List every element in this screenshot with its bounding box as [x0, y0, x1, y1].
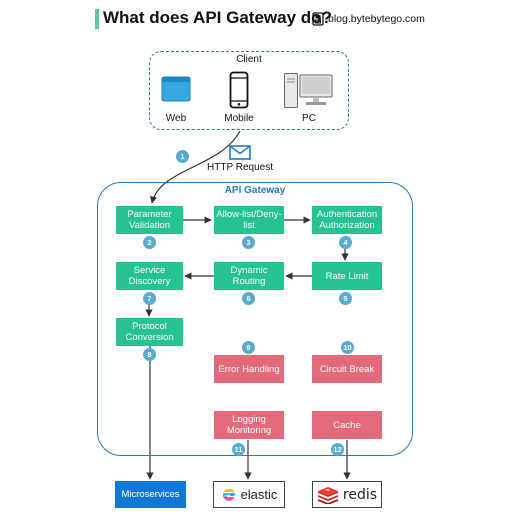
step-badge-5: 5: [339, 292, 352, 305]
step-error-handling: Error Handling: [214, 355, 284, 383]
brand-url: blog.bytebytego.com: [328, 13, 425, 25]
step-protocol-conversion: Protocol Conversion: [116, 318, 183, 346]
client-label-web: Web: [165, 113, 187, 124]
mobile-phone-icon: [229, 71, 249, 114]
bytebytego-logo-icon: [312, 12, 324, 26]
redis-icon: [317, 486, 338, 504]
http-request-label: HTTP Request: [207, 162, 273, 173]
api-gateway-title: API Gateway: [224, 185, 286, 196]
step-badge-7: 7: [143, 292, 156, 305]
desktop-computer-icon: [284, 73, 334, 114]
step-badge-2: 2: [143, 236, 156, 249]
microservices-box: Microservices: [115, 481, 186, 508]
step-circuit-break: Circuit Break: [312, 355, 382, 383]
redis-text: redis: [342, 486, 378, 503]
client-label-pc: PC: [302, 113, 316, 124]
step-service-discovery: Service Discovery: [116, 262, 183, 290]
step-parameter-validation: Parameter Validation: [116, 206, 183, 234]
step-rate-limit: Rate Limit: [312, 262, 382, 290]
step-badge-6: 6: [242, 292, 255, 305]
title-accent-bar: [95, 9, 99, 29]
elastic-logo: elastic: [213, 481, 285, 508]
step-authentication-authorization: Authentication Authorization: [312, 206, 382, 234]
client-title: Client: [236, 54, 262, 65]
step-allow-deny-list: Allow-list/Deny-list: [214, 206, 284, 234]
step-dynamic-routing: Dynamic Routing: [214, 262, 284, 290]
elastic-icon: [222, 488, 235, 501]
step-badge-4: 4: [339, 236, 352, 249]
step-badge-12: 12: [331, 443, 344, 456]
envelope-icon: [229, 145, 251, 165]
step-badge-9: 9: [242, 341, 255, 354]
step-cache: Cache: [312, 411, 382, 439]
client-group: [149, 51, 349, 130]
brand: blog.bytebytego.com: [312, 12, 425, 26]
elastic-text: elastic: [240, 487, 278, 502]
redis-logo: redis: [312, 481, 382, 508]
page-title: What does API Gateway do?: [103, 8, 332, 27]
step-badge-1: 1: [176, 150, 189, 163]
arrow-client-to-gateway: [149, 130, 241, 204]
step-badge-11: 11: [232, 443, 245, 456]
step-logging-monitoring: Logging Monitoring: [214, 411, 284, 439]
step-badge-10: 10: [341, 341, 354, 354]
step-badge-3: 3: [242, 236, 255, 249]
client-label-mobile: Mobile: [224, 113, 254, 124]
browser-window-icon: [161, 76, 191, 107]
step-badge-8: 8: [143, 348, 156, 361]
api-gateway-container: [97, 182, 413, 456]
